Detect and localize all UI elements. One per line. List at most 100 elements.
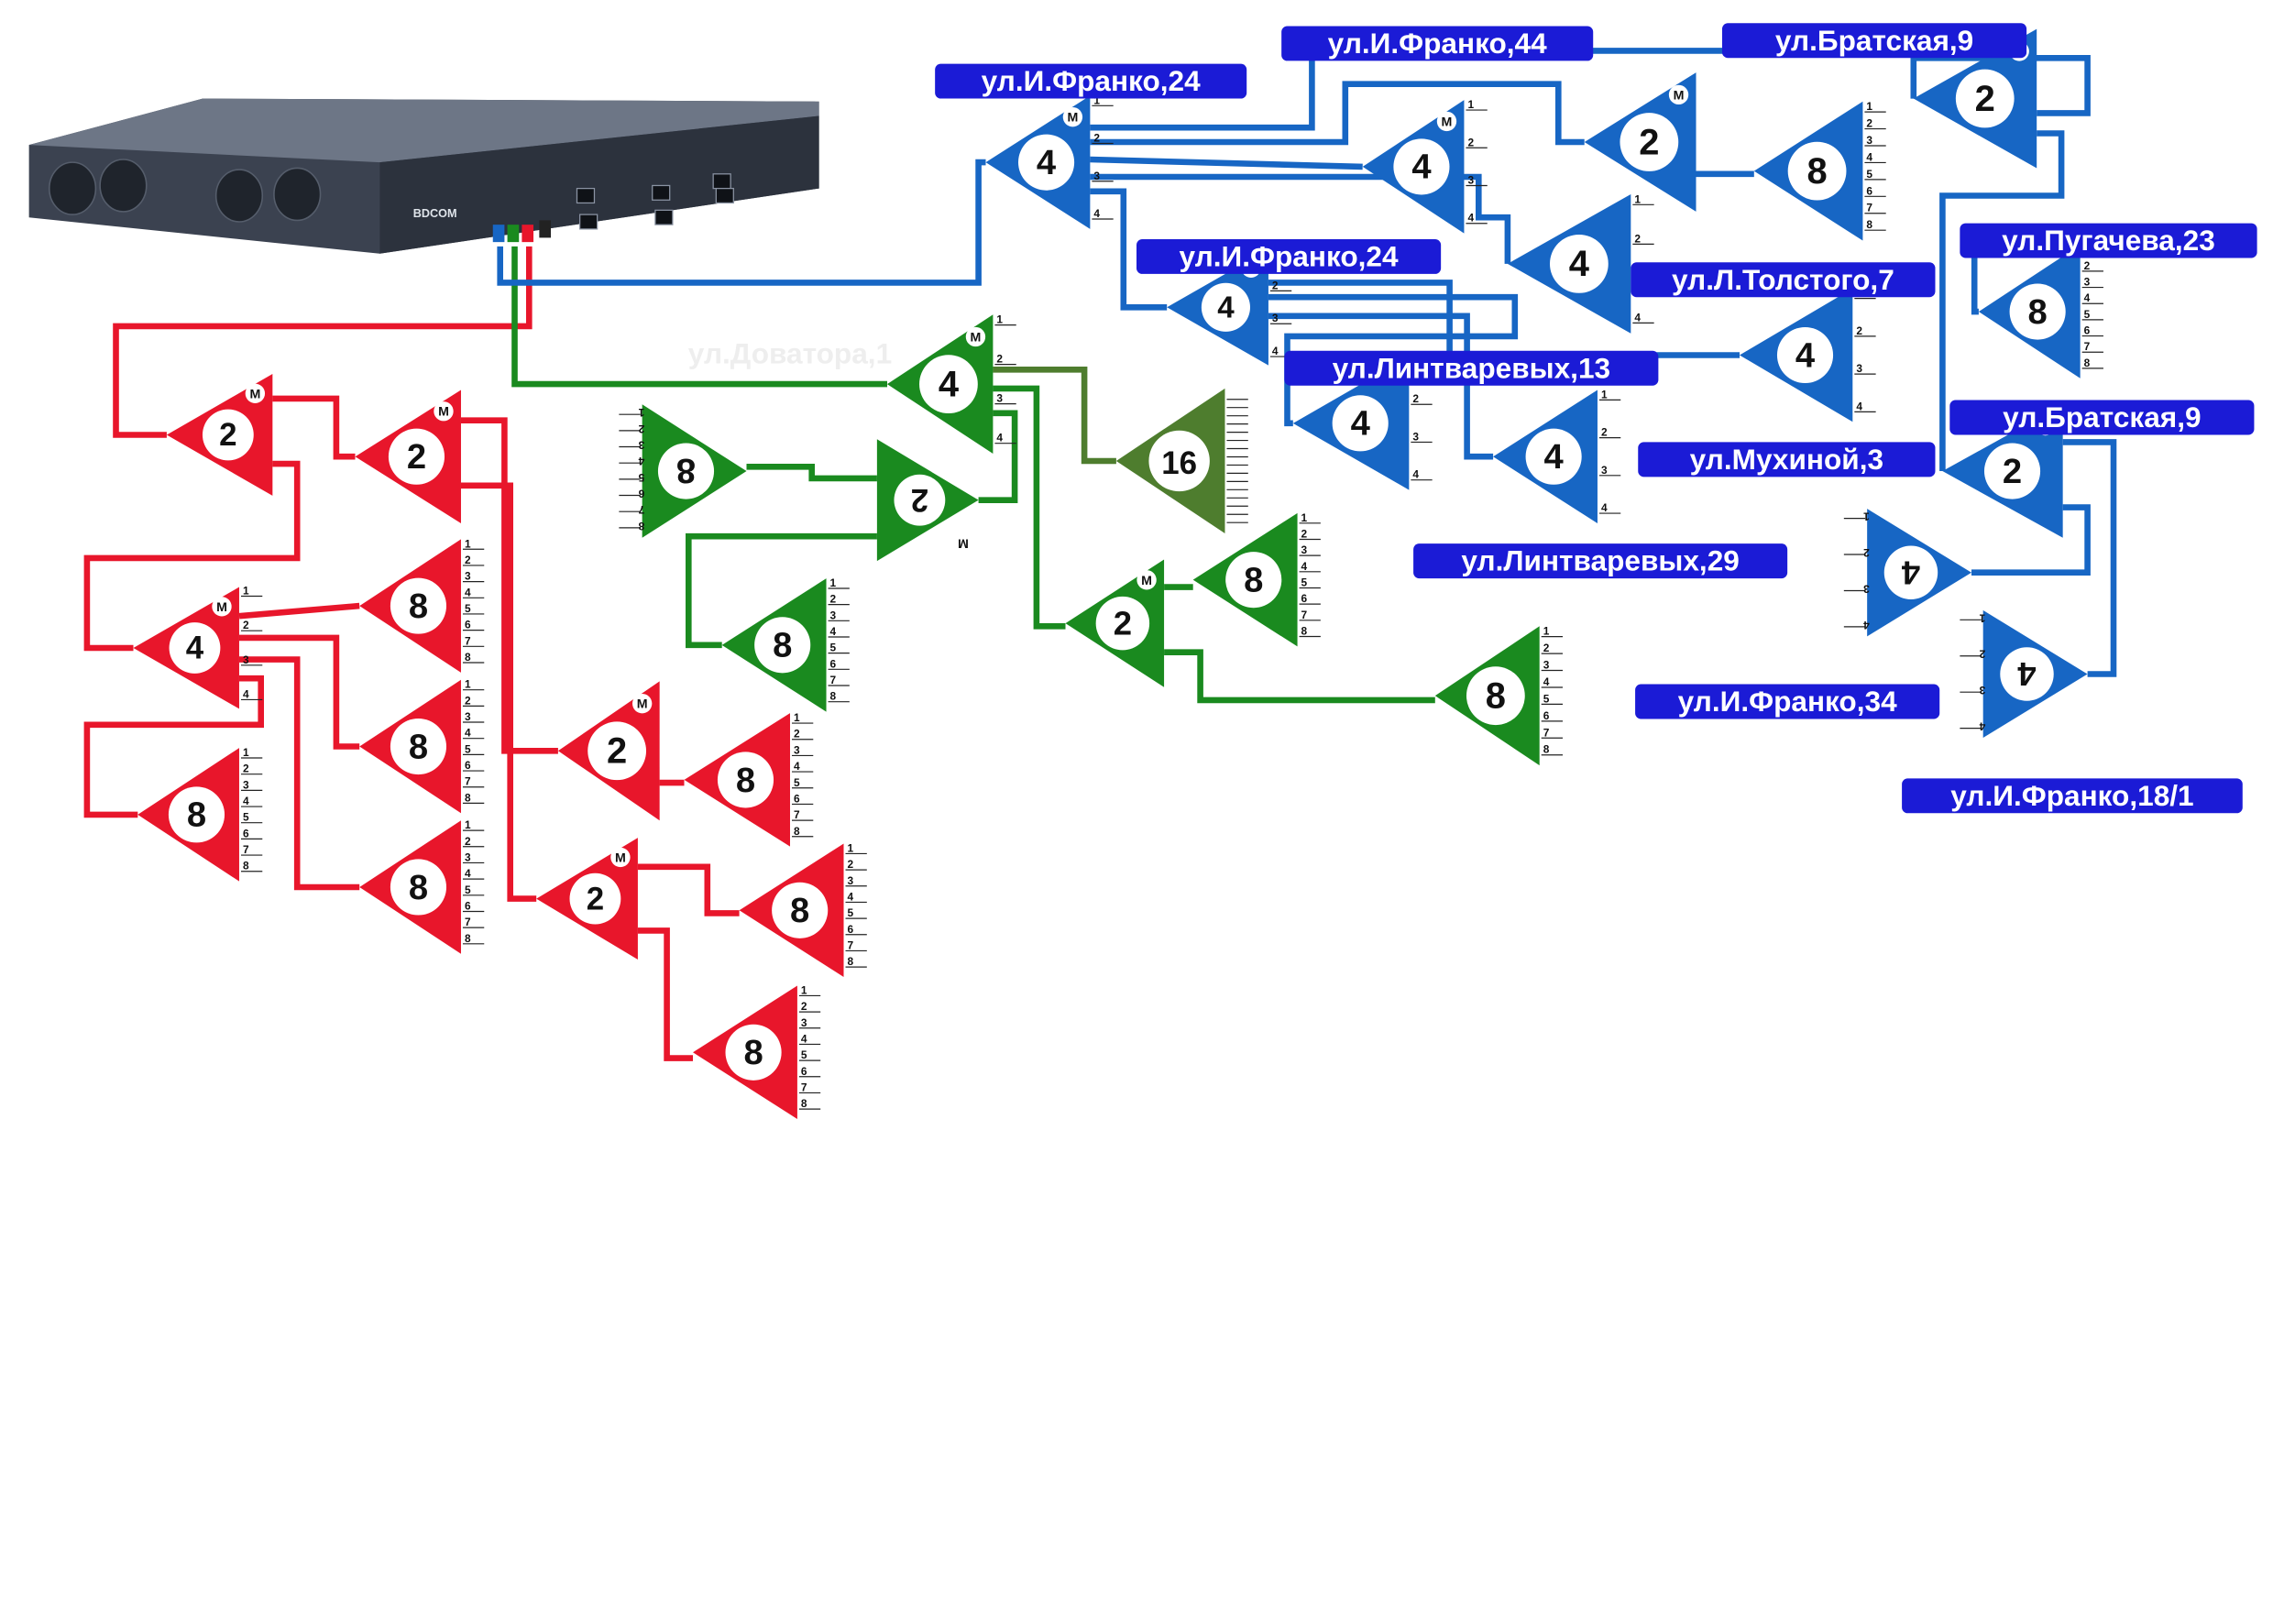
- address-label: ул.И.Франко,24: [935, 63, 1247, 99]
- address-label-bg: [1136, 238, 1442, 274]
- splitter-center-circle: [1549, 234, 1609, 293]
- splitter-ratio: 8: [1806, 151, 1827, 192]
- splitter-ratio: 8: [409, 727, 428, 766]
- address-label-bg: [1638, 442, 1936, 477]
- splitter-ratio: 4: [939, 365, 959, 405]
- port-number: 1: [996, 313, 1003, 326]
- port-number: 4: [1979, 720, 1985, 733]
- port-number: 2: [794, 728, 800, 741]
- port-number: 6: [830, 657, 837, 670]
- splitter-ratio: 4: [1544, 437, 1565, 477]
- port-number: 3: [1467, 174, 1474, 187]
- splitter-center-circle: [1332, 395, 1389, 452]
- port-number: 3: [465, 850, 471, 863]
- port-number: 5: [465, 602, 471, 615]
- address-label: ул.Линтваревых,13: [1284, 350, 1659, 386]
- blue-cable: [1971, 504, 2091, 576]
- port-number: 8: [1543, 743, 1550, 756]
- port-number: 3: [465, 710, 471, 723]
- port-number: 2: [1866, 117, 1872, 130]
- port-number: 5: [848, 906, 854, 919]
- address-label-text: ул.Доватора,1: [688, 337, 892, 370]
- port-number: 2: [1543, 642, 1550, 654]
- splitter-ratio: 2: [2003, 452, 2022, 491]
- blue-cable: [1090, 81, 1585, 146]
- fiber-cables: [83, 48, 2117, 1061]
- blue-cable: [1939, 130, 2065, 471]
- splitter-ratio: 8: [790, 891, 809, 930]
- red-cable: [113, 246, 533, 438]
- fan-vent-icon: [273, 167, 322, 222]
- address-label: ул.Пугачева,23: [1960, 223, 2257, 258]
- master-port-mark: M: [438, 405, 449, 420]
- master-port-circle: [610, 847, 631, 868]
- green-cable: [511, 246, 887, 388]
- port-number: 8: [1301, 624, 1308, 637]
- port-number: 4: [1634, 311, 1641, 324]
- address-label-bg: [1960, 223, 2257, 258]
- master-port-mark: M: [637, 697, 648, 712]
- splitter-ratio: 4: [1217, 291, 1235, 324]
- port-number: 5: [465, 742, 471, 755]
- port-number: 1: [638, 406, 644, 419]
- address-label-bg: [1631, 262, 1936, 298]
- address-label-bg: [1284, 350, 1659, 386]
- splitter-ratio: 2: [1639, 122, 1659, 162]
- port-number: 1: [1093, 93, 1100, 106]
- master-port-mark: M: [615, 850, 626, 865]
- port-number: 4: [465, 727, 471, 740]
- port-number: 5: [1301, 576, 1308, 588]
- address-label-text: ул.Линтваревых,13: [1333, 351, 1611, 384]
- fan-vent-icon: [214, 169, 264, 223]
- splitter-center-circle: [1620, 113, 1679, 171]
- pon-port: [507, 225, 520, 243]
- port-number: 6: [794, 792, 800, 805]
- ethernet-port: [712, 173, 731, 190]
- splitter-ratio: 8: [1486, 676, 1506, 717]
- port-number: 5: [2084, 308, 2091, 321]
- olt-device: BDCOM: [28, 98, 819, 254]
- port-number: 6: [638, 488, 644, 500]
- red-cable: [637, 863, 740, 916]
- port-number: 3: [638, 439, 644, 452]
- splitter-center-circle: [725, 1024, 782, 1081]
- blue-cable: [497, 159, 986, 286]
- splitter: 16: [1115, 388, 1248, 534]
- address-label-text: ул.Братская,9: [1775, 24, 1973, 57]
- port-number: 2: [848, 858, 854, 871]
- splitter-center-circle: [569, 872, 621, 925]
- splitter: 2M: [166, 374, 273, 496]
- splitter-ratio: 8: [736, 761, 755, 800]
- splitter-ratio: 8: [1244, 560, 1263, 599]
- green-cable: [685, 532, 877, 649]
- port-number: 1: [243, 746, 249, 759]
- port-number: 7: [638, 503, 644, 516]
- port-number: 2: [638, 422, 644, 435]
- port-number: 3: [848, 874, 854, 887]
- port-number: 4: [2084, 291, 2091, 304]
- master-port-mark: M: [1067, 111, 1078, 126]
- splitter-ratio: 8: [409, 868, 428, 907]
- port-number: 1: [848, 841, 854, 854]
- port-number: 4: [638, 455, 644, 467]
- port-number: 3: [1093, 170, 1100, 182]
- port-number: 2: [243, 763, 249, 775]
- port-number: 3: [794, 743, 800, 756]
- olive-cable: [993, 366, 1116, 465]
- splitter-center-circle: [390, 577, 447, 634]
- splitter-center-circle: [2009, 283, 2066, 340]
- port-number: 6: [2084, 324, 2091, 337]
- splitter-center-circle: [657, 443, 715, 499]
- red-cable: [239, 656, 360, 891]
- port-number: 4: [1412, 468, 1419, 481]
- address-label-text: ул.И.Франко,24: [982, 64, 1201, 97]
- splitter-ratio: 4: [2017, 655, 2037, 693]
- address-label: ул.И.Франко,24: [1136, 238, 1442, 274]
